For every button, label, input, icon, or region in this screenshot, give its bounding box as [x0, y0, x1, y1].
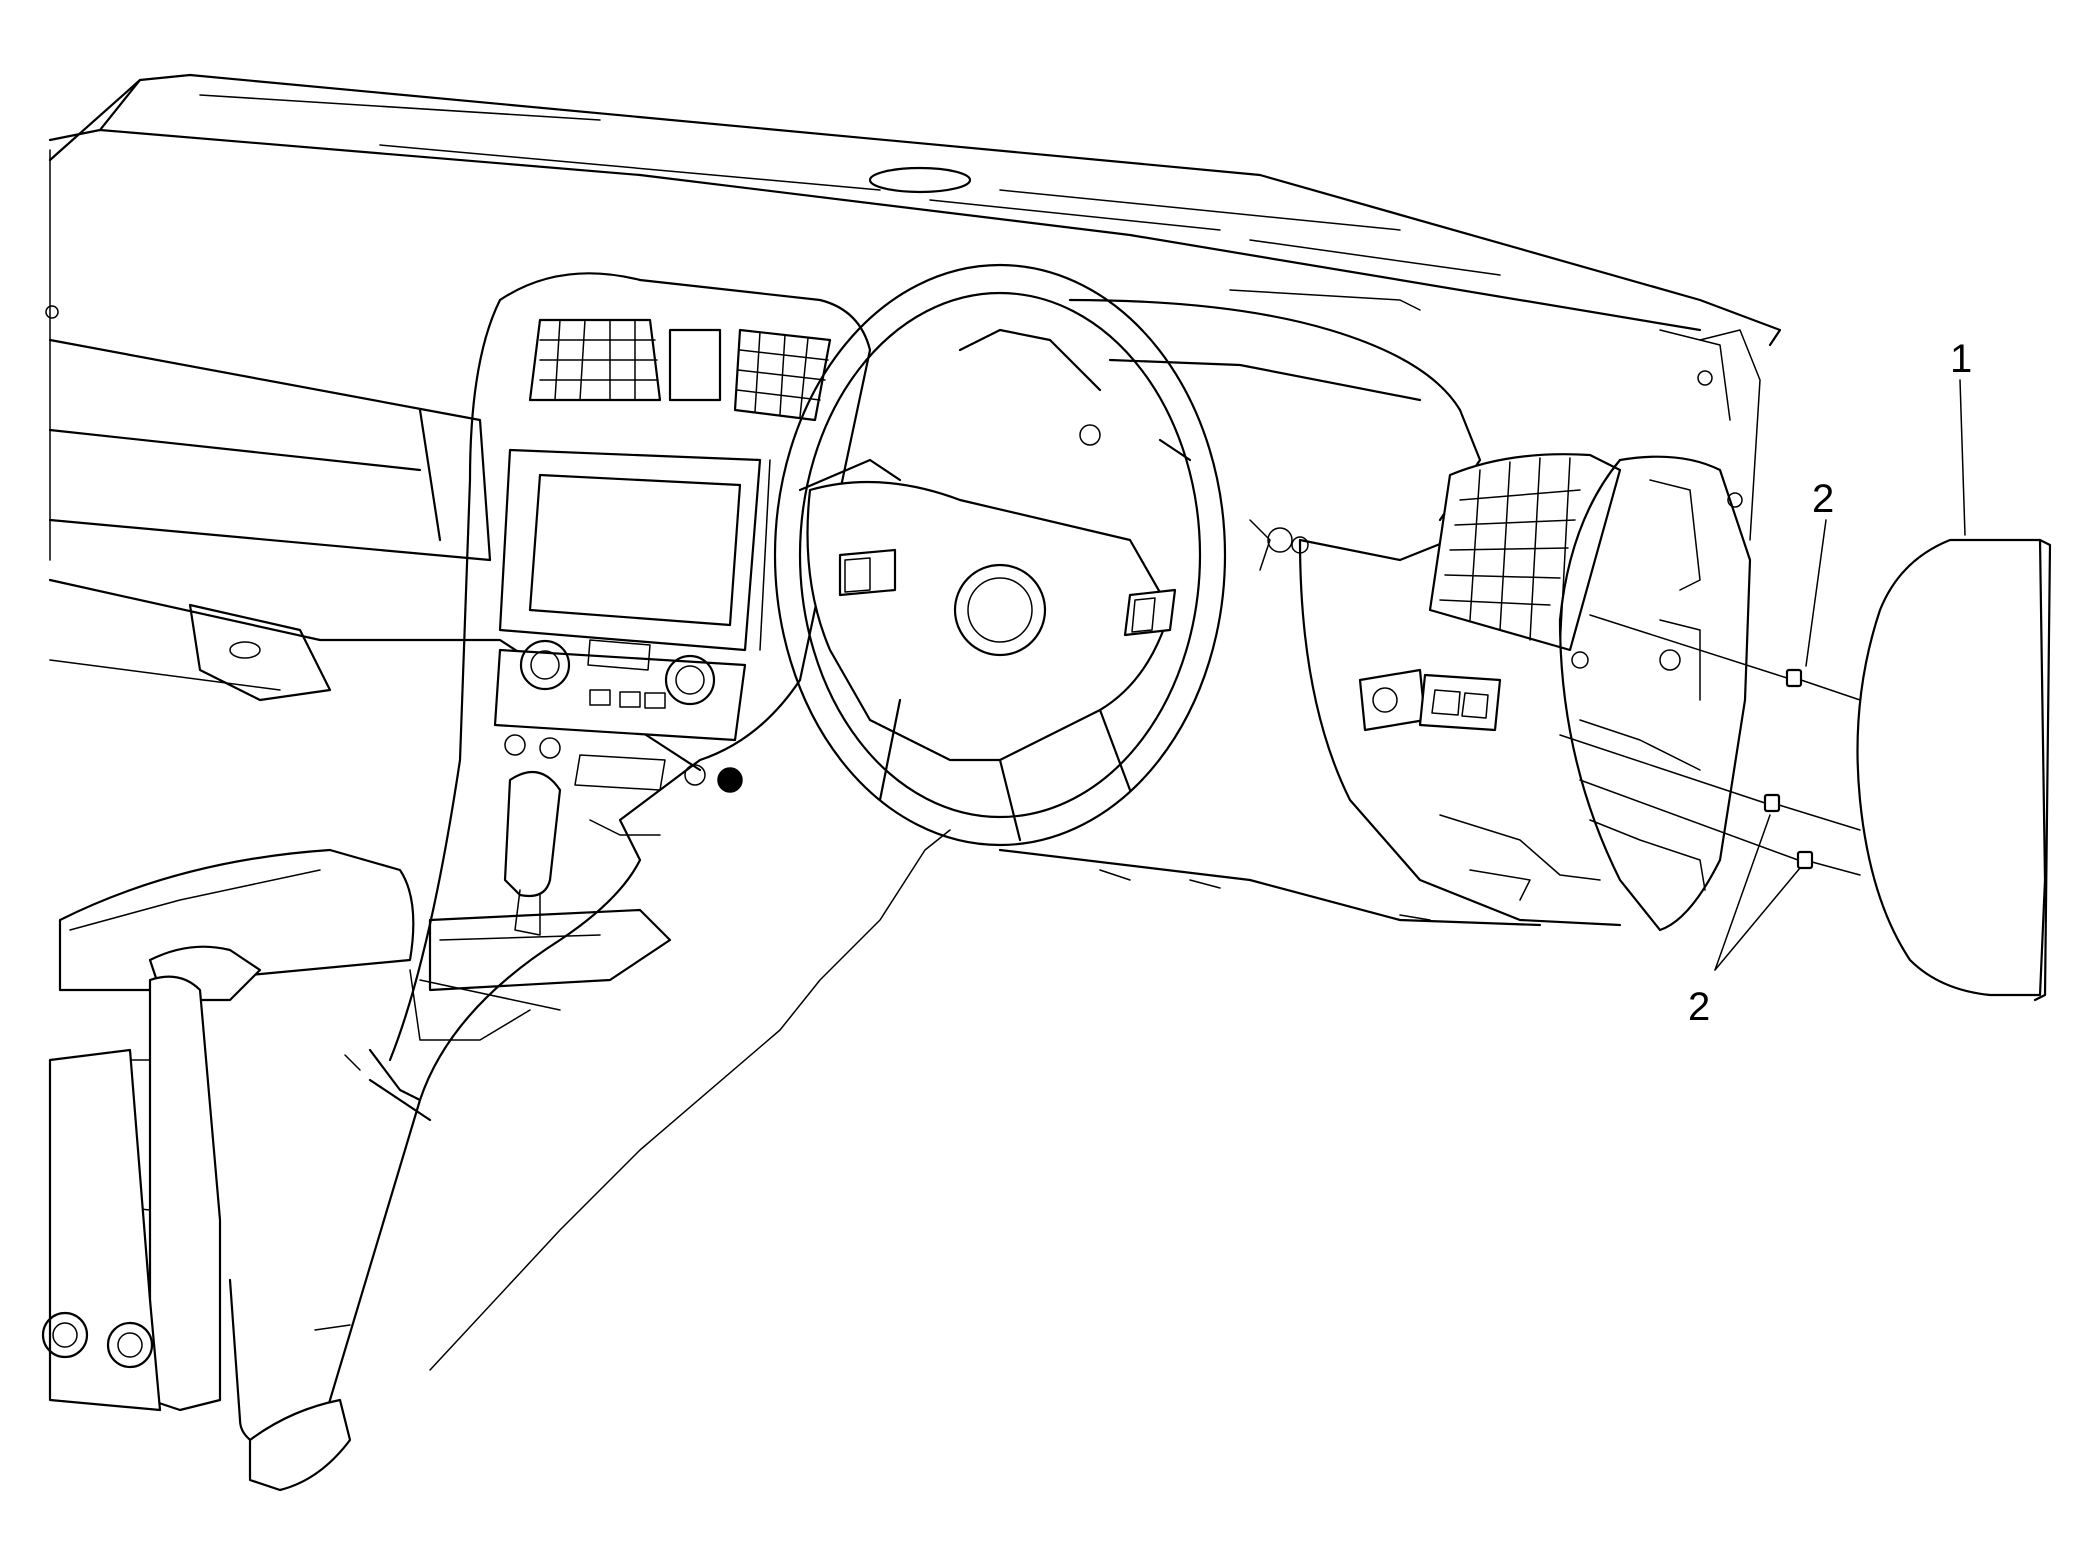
console-side-panel: [148, 975, 222, 1412]
left-wheel-switches: [838, 548, 897, 597]
center-stack-bezel: [228, 272, 872, 1452]
steering-wheel-hub: [806, 480, 1172, 762]
alignment-lines: [1559, 614, 1861, 876]
headlamp-switch: [1418, 673, 1502, 732]
defroster-sensor: [868, 166, 972, 194]
headlamp-switch-bezel: [1358, 668, 1427, 732]
side-screw: [45, 305, 59, 319]
hazard-switch: [668, 328, 722, 402]
instrument-panel-upper-pad: [45, 73, 1782, 561]
driver-outer-vent: [1428, 453, 1622, 652]
driver-side-panel: [998, 298, 1622, 927]
console-foot-bracket: [248, 1398, 352, 1492]
right-knob: [664, 654, 716, 706]
shift-lever-knob: [503, 770, 562, 898]
ignition-switch: [1267, 527, 1293, 553]
rear-outlet-right: [106, 1321, 154, 1369]
rear-outlet-left: [41, 1311, 89, 1359]
fastener-lower: [1796, 850, 1814, 870]
shifter-bezel: [428, 908, 672, 992]
callout-1: 1: [1950, 337, 1972, 381]
left-knob: [519, 639, 571, 691]
callout-2-lower: 2: [1688, 985, 1710, 1029]
fastener-middle: [1763, 793, 1781, 813]
power-outlet: [717, 767, 743, 793]
armrest-lid: [58, 848, 415, 992]
instrument-panel-end-cap: [1856, 538, 2052, 1002]
end-cap-opening: [1558, 329, 1761, 932]
horn-pad: [953, 563, 1047, 657]
fastener-upper: [1785, 668, 1803, 688]
steering-wheel: [429, 263, 1309, 1371]
right-wheel-switches: [1123, 588, 1177, 637]
glove-box-handle: [188, 603, 332, 702]
callout-2-upper: 2: [1812, 477, 1834, 521]
floor-console: [41, 770, 672, 1492]
callout-leaders: [1714, 379, 1966, 971]
